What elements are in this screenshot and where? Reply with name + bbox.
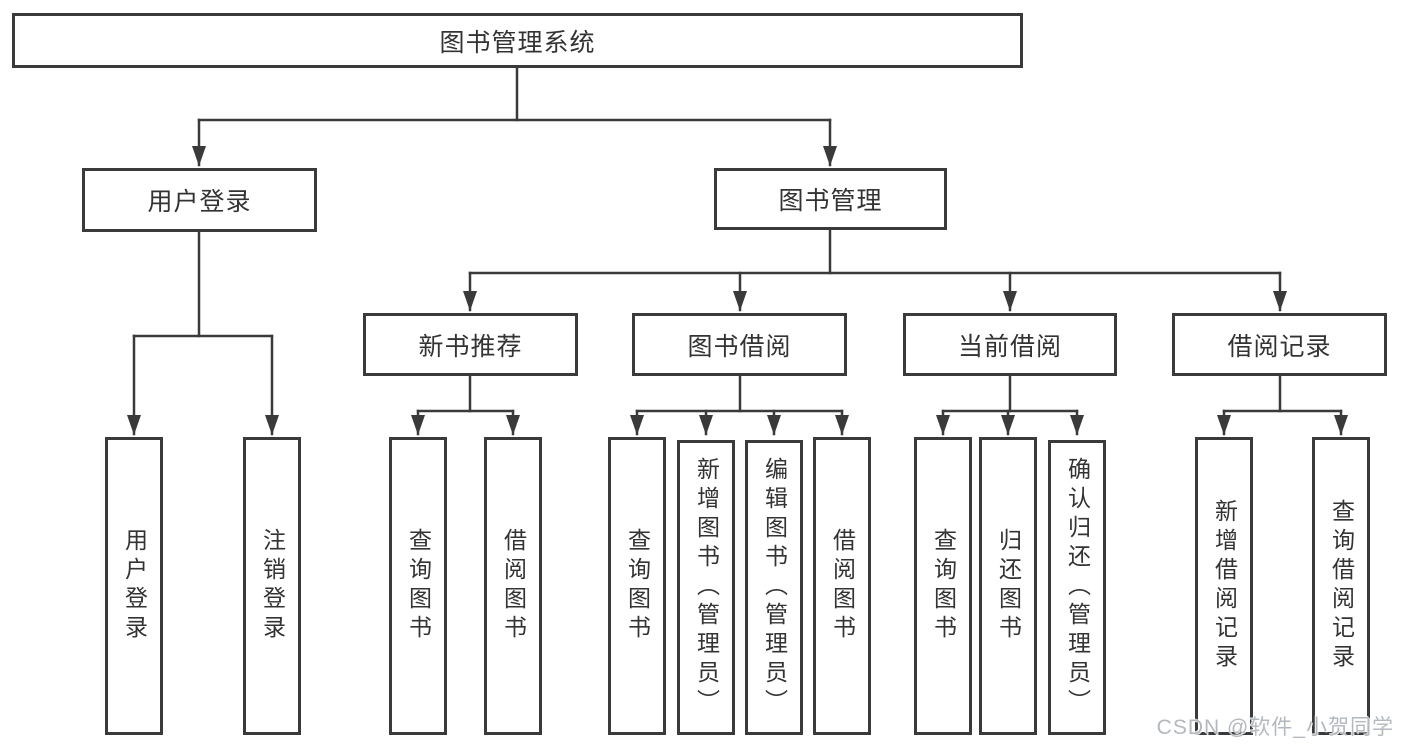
leaf-user-login: 用户登录 — [105, 437, 163, 735]
node-book-management-label: 图书管理 — [778, 187, 883, 215]
leaf-cb-query-books: 查询图书 — [914, 437, 972, 735]
node-borrow-record: 借阅记录 — [1172, 313, 1387, 376]
node-book-management: 图书管理 — [714, 168, 947, 230]
node-root-label: 图书管理系统 — [439, 28, 596, 57]
node-current-borrow: 当前借阅 — [903, 313, 1117, 376]
leaf-nb-query-books-label: 查询图书 — [405, 528, 432, 644]
leaf-bb-add-books-admin-label: 新增图书（管理员） — [693, 457, 720, 718]
leaf-cb-query-books-label: 查询图书 — [930, 528, 957, 644]
node-book-borrow-label: 图书借阅 — [687, 332, 792, 361]
node-user-login-label: 用户登录 — [147, 188, 252, 216]
leaf-bb-query-books: 查询图书 — [608, 437, 666, 735]
leaf-bb-borrow-books-label: 借阅图书 — [829, 528, 856, 644]
leaf-cb-return-books-label: 归还图书 — [995, 528, 1022, 644]
node-user-login: 用户登录 — [82, 168, 317, 232]
node-new-book-recommend: 新书推荐 — [363, 313, 578, 376]
leaf-cb-confirm-return-admin-label: 确认归还（管理员） — [1064, 457, 1091, 718]
node-current-borrow-label: 当前借阅 — [957, 332, 1062, 361]
leaf-bb-edit-books-admin-label: 编辑图书（管理员） — [761, 457, 788, 718]
leaf-br-query-record-label: 查询借阅记录 — [1328, 499, 1355, 673]
leaf-cb-return-books: 归还图书 — [979, 437, 1037, 735]
leaf-logout: 注销登录 — [243, 437, 301, 735]
leaf-bb-add-books-admin: 新增图书（管理员） — [677, 440, 735, 735]
leaf-bb-query-books-label: 查询图书 — [624, 528, 651, 644]
leaf-br-add-record-label: 新增借阅记录 — [1211, 499, 1238, 673]
leaf-user-login-label: 用户登录 — [121, 528, 148, 644]
node-new-book-recommend-label: 新书推荐 — [418, 332, 523, 361]
leaf-nb-query-books: 查询图书 — [389, 437, 447, 735]
leaf-br-query-record: 查询借阅记录 — [1312, 437, 1370, 735]
leaf-nb-borrow-books: 借阅图书 — [484, 437, 542, 735]
leaf-bb-borrow-books: 借阅图书 — [813, 437, 871, 735]
leaf-cb-confirm-return-admin: 确认归还（管理员） — [1048, 440, 1106, 735]
leaf-br-add-record: 新增借阅记录 — [1195, 437, 1253, 735]
leaf-nb-borrow-books-label: 借阅图书 — [500, 528, 527, 644]
node-borrow-record-label: 借阅记录 — [1227, 332, 1332, 361]
leaf-logout-label: 注销登录 — [259, 528, 286, 644]
csdn-watermark: CSDN @软件_小贺同学 — [1156, 716, 1394, 739]
node-root: 图书管理系统 — [12, 13, 1023, 68]
node-book-borrow: 图书借阅 — [632, 313, 847, 376]
leaf-bb-edit-books-admin: 编辑图书（管理员） — [745, 440, 803, 735]
